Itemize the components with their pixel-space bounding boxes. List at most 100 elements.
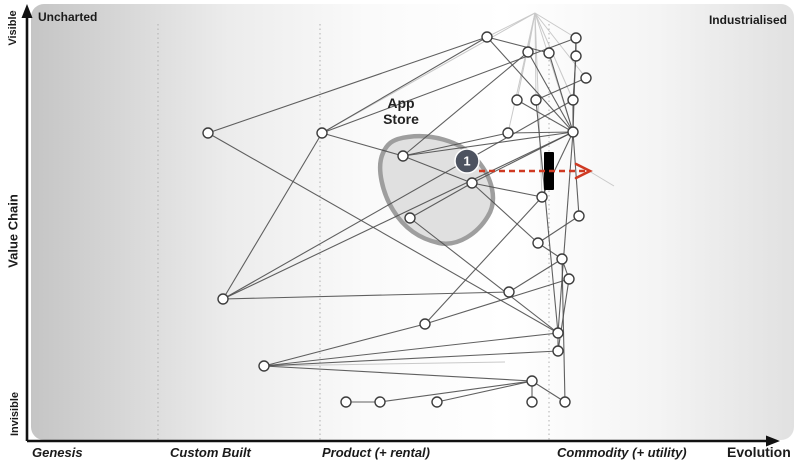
map-edge (222, 132, 323, 300)
map-node[interactable] (532, 237, 544, 249)
map-edge (557, 278, 570, 352)
label-uncharted: Uncharted (38, 10, 98, 24)
y-axis-label: Value Chain (5, 194, 21, 268)
map-edge (263, 332, 559, 367)
app-store-label-line1: App (387, 95, 415, 111)
map-node[interactable] (258, 360, 270, 372)
map-node[interactable] (570, 32, 582, 44)
map-node[interactable] (481, 31, 493, 43)
map-node[interactable] (570, 50, 582, 62)
map-edge (557, 131, 574, 334)
map-edge-light (263, 361, 506, 367)
map-edge (409, 217, 559, 334)
map-edge (527, 51, 574, 133)
map-edge (471, 182, 539, 244)
map-edge (548, 52, 574, 133)
map-edge (263, 350, 559, 367)
map-edge (486, 36, 550, 54)
map-node[interactable] (502, 127, 514, 139)
map-edge (402, 131, 574, 157)
map-edge (424, 278, 570, 325)
map-node[interactable] (552, 327, 564, 339)
map-node[interactable] (374, 396, 386, 408)
stage-label-genesis: Genesis (32, 445, 83, 460)
map-edge (207, 132, 559, 334)
stage-label-custom-built: Custom Built (170, 445, 251, 460)
map-node[interactable] (567, 126, 579, 138)
map-edge-light (534, 12, 587, 79)
map-node[interactable] (397, 150, 409, 162)
map-node[interactable] (202, 127, 214, 139)
map-node[interactable] (543, 47, 555, 59)
map-node[interactable] (580, 72, 592, 84)
map-edge (507, 131, 574, 134)
stage-label-commodity: Commodity (+ utility) (557, 445, 687, 460)
map-node[interactable] (431, 396, 443, 408)
map-node[interactable] (466, 177, 478, 189)
map-edge (321, 37, 577, 134)
y-axis-top-label: Visible (7, 10, 19, 46)
map-node[interactable] (563, 273, 575, 285)
app-store-label: App Store (368, 95, 434, 127)
map-edge (402, 155, 473, 184)
map-edge (321, 132, 404, 157)
map-edge (424, 196, 543, 325)
map-edge (561, 258, 566, 403)
map-node[interactable] (573, 210, 585, 222)
map-edge (535, 99, 559, 334)
map-node[interactable] (526, 375, 538, 387)
x-axis-label: Evolution (727, 444, 791, 460)
map-edge (402, 51, 529, 157)
step-badge (454, 148, 480, 174)
y-axis-arrowhead-icon (21, 4, 33, 18)
map-node[interactable] (217, 293, 229, 305)
map-edge (535, 77, 587, 101)
map-edge (508, 258, 563, 293)
app-store-label-line2: Store (383, 111, 419, 127)
map-node[interactable] (503, 286, 515, 298)
map-edge (436, 380, 533, 403)
map-edge-light (534, 12, 577, 39)
label-industrialised: Industrialised (708, 13, 787, 27)
map-edge (207, 36, 488, 134)
map-edge (263, 323, 426, 367)
map-node[interactable] (567, 94, 579, 106)
map-edge (321, 36, 488, 134)
map-node[interactable] (559, 396, 571, 408)
map-edge (537, 215, 580, 244)
map-edge (222, 291, 510, 300)
map-node[interactable] (404, 212, 416, 224)
x-axis-arrowhead-icon (766, 435, 780, 447)
map-edge (222, 99, 574, 300)
map-node[interactable] (552, 345, 564, 357)
map-edge (379, 380, 533, 403)
map-node[interactable] (530, 94, 542, 106)
map-edge-light (486, 12, 536, 38)
map-edge (471, 131, 574, 184)
map-edge (486, 36, 574, 133)
map-node[interactable] (526, 396, 538, 408)
map-edge-light (534, 12, 537, 101)
map-edge (471, 182, 543, 198)
map-node[interactable] (556, 253, 568, 265)
map-edge (263, 365, 533, 382)
map-node[interactable] (522, 46, 534, 58)
map-edge-light (534, 12, 574, 101)
y-axis-bottom-label: Invisible (9, 391, 21, 437)
map-node[interactable] (511, 94, 523, 106)
map-edge-light (321, 12, 536, 134)
map-edge (572, 131, 580, 217)
map-edge (409, 182, 473, 219)
map-node[interactable] (316, 127, 328, 139)
map-node[interactable] (536, 191, 548, 203)
movement-arrowhead-icon (574, 162, 593, 180)
map-node[interactable] (340, 396, 352, 408)
stage-label-product: Product (+ rental) (322, 445, 430, 460)
map-node[interactable] (419, 318, 431, 330)
map-edge-light (507, 12, 536, 134)
map-edge (222, 131, 574, 300)
map-edge (402, 132, 509, 157)
map-edge (516, 99, 574, 133)
